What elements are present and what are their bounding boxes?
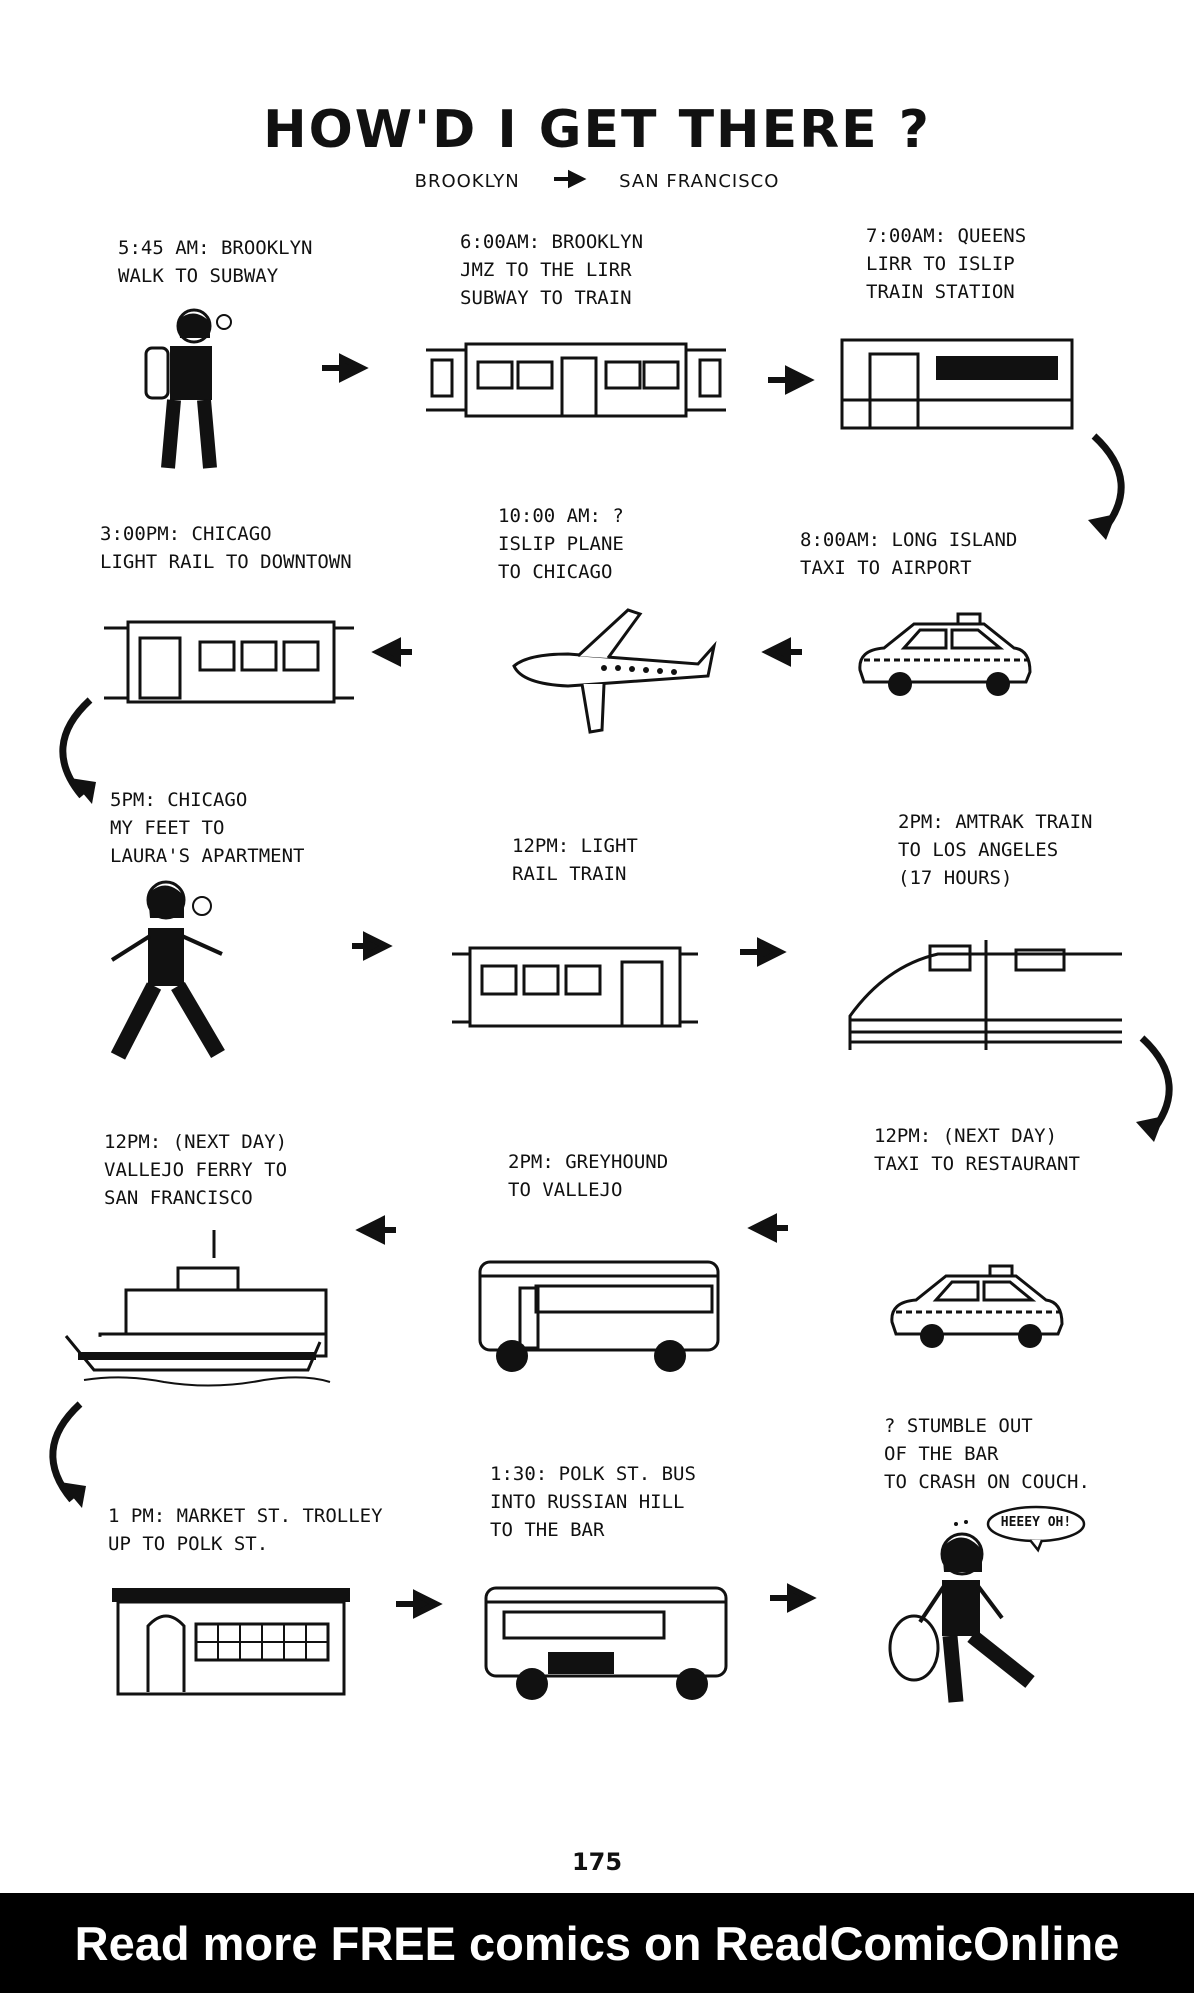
arrow-left-icon	[747, 1213, 792, 1244]
arrow-right-icon	[350, 931, 393, 962]
route-to: SAN FRANCISCO	[619, 170, 780, 192]
route-subtitle: BROOKLYN SAN FRANCISCO	[0, 169, 1194, 192]
footer-banner[interactable]: Read more FREE comics on ReadComicOnline	[0, 1893, 1194, 1993]
arrow-left-icon	[761, 637, 806, 668]
footer-text[interactable]: Read more FREE comics on ReadComicOnline	[74, 1916, 1120, 1970]
polk-bus-icon	[482, 1584, 732, 1708]
arrow-right-icon	[738, 937, 787, 968]
speech-bubble-text: HEEEY OH!	[1000, 1515, 1072, 1530]
curved-arrow-down-icon	[34, 1400, 94, 1514]
route-from: BROOKLYN	[414, 170, 520, 192]
stumbling-person-icon	[880, 1518, 1050, 1712]
step-12-caption: 12PM: (NEXT DAY)VALLEJO FERRY TO SAN FRA…	[104, 1131, 288, 1209]
taxi-icon	[886, 1262, 1066, 1356]
greyhound-bus-icon	[476, 1256, 726, 1380]
taxi-icon	[854, 610, 1034, 704]
step-10-caption: 12PM: (NEXT DAY)TAXI TO RESTAURANT	[874, 1125, 1080, 1175]
route-arrow-icon	[552, 169, 587, 192]
light-rail-icon	[104, 618, 354, 712]
curved-arrow-down-icon	[44, 696, 104, 810]
airplane-icon	[508, 606, 718, 740]
step-5-caption: 10:00 AM: ?ISLIP PLANE TO CHICAGO	[498, 505, 624, 583]
comic-page: HOW'D I GET THERE ? BROOKLYN SAN FRANCIS…	[0, 100, 1194, 1876]
light-rail-train-icon	[452, 944, 698, 1036]
ferry-boat-icon	[64, 1230, 334, 1394]
lirr-train-icon	[834, 334, 1084, 438]
walking-person-arms-icon	[106, 878, 236, 1072]
trolley-icon	[108, 1586, 354, 1700]
page-title: HOW'D I GET THERE ?	[263, 100, 931, 160]
speech-bubble: HEEEY OH!	[986, 1504, 1086, 1553]
amtrak-train-icon	[846, 936, 1126, 1058]
arrow-right-icon	[320, 353, 369, 384]
arrow-left-icon	[355, 1215, 400, 1246]
page-number: 175	[571, 1848, 623, 1876]
curved-arrow-down-icon	[1084, 432, 1144, 546]
walking-person-icon	[140, 308, 232, 482]
arrow-right-icon	[766, 365, 815, 396]
arrow-right-icon	[394, 1589, 443, 1620]
arrow-right-icon	[768, 1583, 817, 1614]
subway-train-icon	[426, 338, 726, 426]
curved-arrow-down-icon	[1132, 1034, 1192, 1148]
arrow-left-icon	[371, 637, 416, 668]
